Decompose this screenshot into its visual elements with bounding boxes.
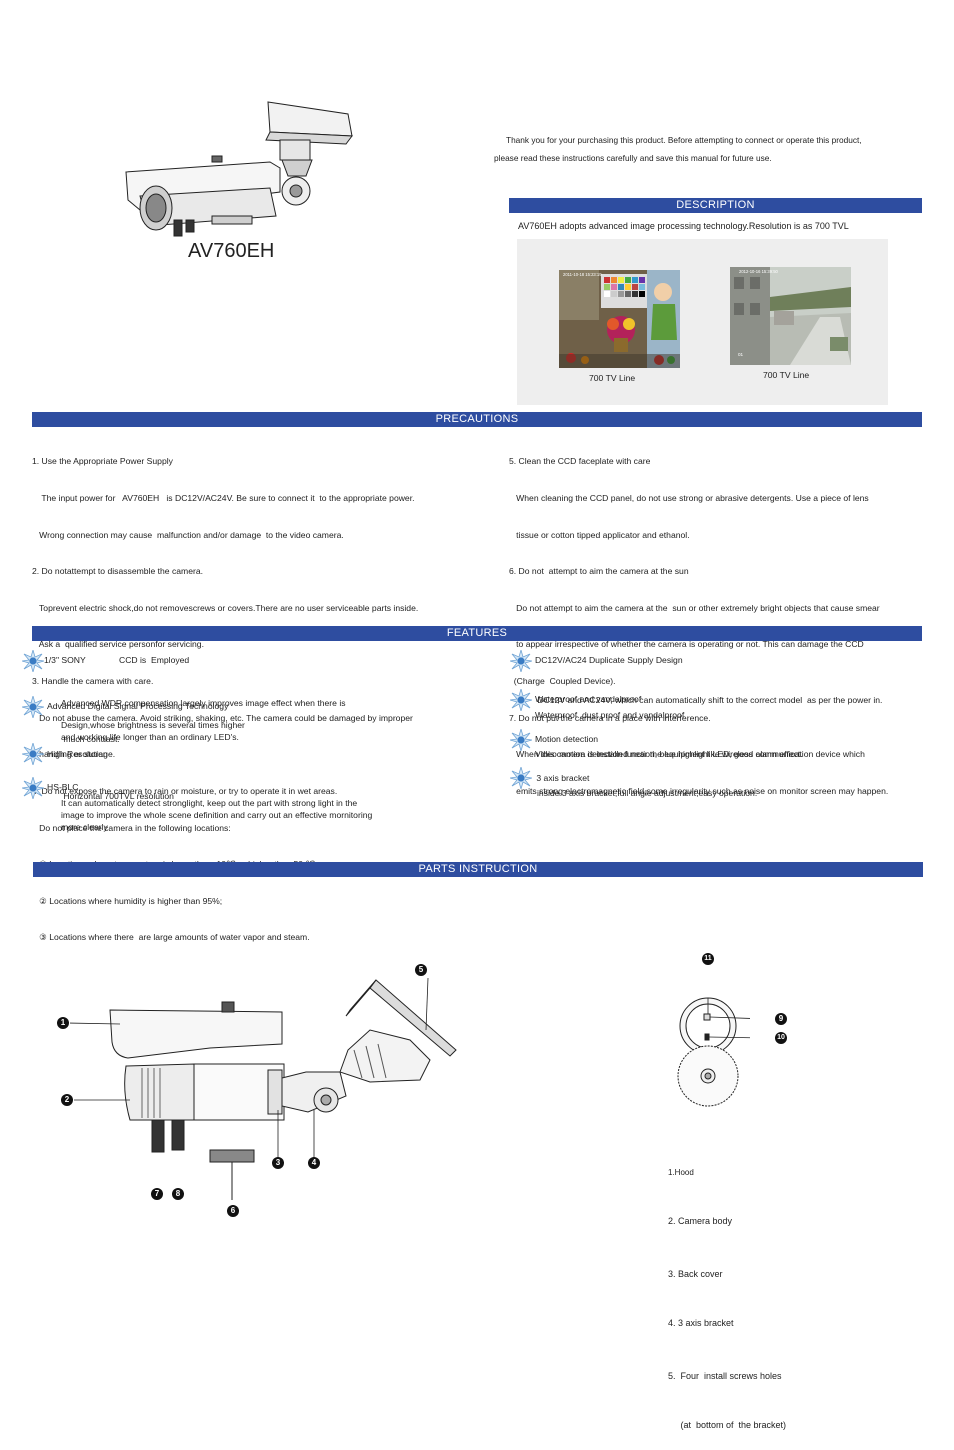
callout-8: 8 (172, 1188, 184, 1200)
precaution-line: Wrong connection may cause malfunction a… (32, 529, 344, 540)
precaution-line: The input power for AV760EH is DC12V/AC2… (32, 493, 415, 504)
feature-desc: Advanced WDR compensation largely improv… (61, 673, 346, 757)
feature-desc-line: more clearly (61, 822, 108, 832)
feature-desc-line: Horizontal 700TVL resolution (61, 791, 174, 801)
sample-image-outdoor-stamp: 2012-10-16 15:39:50 (739, 269, 778, 274)
precaution-line: to appear irrespective of whether the ca… (509, 639, 864, 650)
feature-bullet-icon (510, 767, 532, 789)
feature-bullet-icon (22, 650, 44, 672)
precaution-line: When cleaning the CCD panel, do not use … (509, 493, 869, 504)
callout-3: 3 (272, 1157, 284, 1169)
precautions-right: 5. Clean the CCD faceplate with care Whe… (509, 431, 888, 809)
sample-image-outdoor (730, 267, 851, 365)
parts-rear-view-drawing (677, 997, 750, 1107)
parts-legend: 1.Hood 2. Camera body 3. Back cover 4. 3… (668, 1130, 786, 1450)
precaution-line: Do not attempt to aim the camera at the … (509, 602, 880, 613)
precaution-line: (Charge Coupled Device). (509, 676, 616, 687)
feature-bullet-icon (510, 689, 532, 711)
callout-5: 5 (415, 964, 427, 976)
sample-image-indoor-caption: 700 TV Line (589, 373, 636, 383)
feature-title: Waterproof and vandalproof (535, 694, 642, 704)
callout-11: 11 (702, 953, 714, 965)
callout-10: 10 (775, 1032, 787, 1044)
feature-desc-line: Advanced WDR compensation largely improv… (61, 698, 346, 708)
precaution-line: 2. Do notattempt to disassemble the came… (32, 566, 204, 577)
feature-bullet-icon (22, 696, 44, 718)
callout-1: 1 (57, 1017, 69, 1029)
feature-bullet-icon (510, 729, 532, 751)
precaution-line: handling or storage. (32, 749, 116, 760)
parts-header: PARTS INSTRUCTION (33, 862, 923, 877)
feature-title: DC12V/AC24 Duplicate Supply Design (535, 655, 683, 665)
feature-desc-line: DC12V and AC24V, which can automatically… (535, 695, 883, 705)
feature-desc-line: and working life longer than an ordinary… (61, 732, 239, 742)
sample-image-indoor (559, 270, 680, 368)
feature-bullet-icon (22, 777, 44, 799)
precaution-line: When this camera is installed near the e… (509, 749, 865, 760)
feature-title: Advanced Digital Signal Processing Techn… (47, 701, 229, 711)
callout-2: 2 (61, 1094, 73, 1106)
precaution-line: Do not place the camera in the following… (32, 822, 231, 833)
feature-title: High Resolution (47, 749, 108, 759)
legend-item: 1.Hood (668, 1168, 694, 1177)
precaution-line: ③ Locations where there are large amount… (32, 932, 310, 943)
precaution-line: 5. Clean the CCD faceplate with care (509, 456, 651, 467)
feature-title: 3 axis bracket (534, 773, 590, 783)
intro-line-1: Thank you for your purchasing this produ… (506, 135, 862, 145)
sample-image-indoor-stamp: 2011-10-18 15:23:19 (563, 272, 602, 277)
sample-image-outdoor-corner: 01 (738, 352, 744, 357)
description-text: AV760EH adopts advanced image processing… (518, 221, 849, 231)
precaution-line: 3. Handle the camera with care. (32, 676, 154, 687)
callout-9: 9 (775, 1013, 787, 1025)
description-header: DESCRIPTION (509, 198, 922, 213)
precaution-line: 1. Use the Appropriate Power Supply (32, 456, 173, 467)
precaution-line: ② Locations where humidity is higher tha… (32, 895, 223, 906)
legend-item: 5. Four install screws holes (668, 1370, 782, 1381)
model-label: AV760EH (188, 240, 275, 262)
feature-desc: Horizontal 700TVL resolution (61, 766, 174, 814)
feature-bullet-icon (510, 650, 532, 672)
feature-desc-line: Video motion detection function, blue hi… (535, 749, 803, 759)
feature-desc-line: Waterproof ,dust proof and vandalproof (535, 710, 685, 720)
feature-desc-line: inside 3 axis bracket,full angle adjustm… (537, 788, 758, 798)
precaution-line: Toprevent electric shock,do not removesc… (32, 602, 419, 613)
feature-title: HS-BLC (47, 782, 79, 792)
precaution-line: Do not abuse the camera. Avoid striking,… (32, 712, 413, 723)
precaution-line: emits strong electromagnetic field,some … (509, 785, 889, 796)
legend-item: 4. 3 axis bracket (668, 1318, 734, 1329)
feature-desc: It can automatically detect stronglight,… (61, 797, 372, 833)
precaution-line: 7. Do not put the camera in a place with… (509, 712, 711, 723)
feature-desc: Waterproof ,dust proof and vandalproof (535, 709, 684, 721)
feature-bullet-icon (22, 743, 44, 765)
sample-image-outdoor-caption: 700 TV Line (763, 370, 810, 380)
precaution-line: Ask a qualified service personfor servic… (32, 639, 204, 650)
callout-6: 6 (227, 1205, 239, 1217)
precaution-line: 6. Do not attempt to aim the camera at t… (509, 566, 689, 577)
feature-desc: Design,whose brightness is several times… (61, 719, 245, 743)
legend-item: 2. Camera body (668, 1216, 733, 1227)
feature-desc-line: Design,whose brightness is several times… (61, 720, 245, 730)
intro-line-2: please read these instructions carefully… (494, 153, 772, 163)
parts-side-view-drawing (70, 977, 457, 1200)
feature-desc-line: image to improve the whole scene definit… (61, 810, 373, 820)
callout-7: 7 (151, 1188, 163, 1200)
feature-desc: DC12V and AC24V, which can automatically… (535, 670, 882, 718)
precautions-header: PRECAUTIONS (32, 412, 922, 427)
product-camera-drawing (125, 101, 353, 237)
feature-desc-line: much contrast. (61, 734, 120, 744)
callout-4: 4 (308, 1157, 320, 1169)
feature-desc: Video motion detection function, blue hi… (535, 748, 803, 760)
legend-item: 3. Back cover (668, 1268, 723, 1279)
feature-desc: inside 3 axis bracket,full angle adjustm… (537, 787, 757, 799)
legend-item: (at bottom of the bracket) (668, 1420, 787, 1431)
feature-desc-line: It can automatically detect stronglight,… (61, 798, 358, 808)
precaution-line: tissue or cotton tipped applicator and e… (509, 529, 690, 540)
features-header: FEATURES (32, 626, 922, 641)
feature-title: Motion detection (535, 734, 599, 744)
feature-title: 1/3" SONY CCD is Employed (44, 655, 190, 665)
